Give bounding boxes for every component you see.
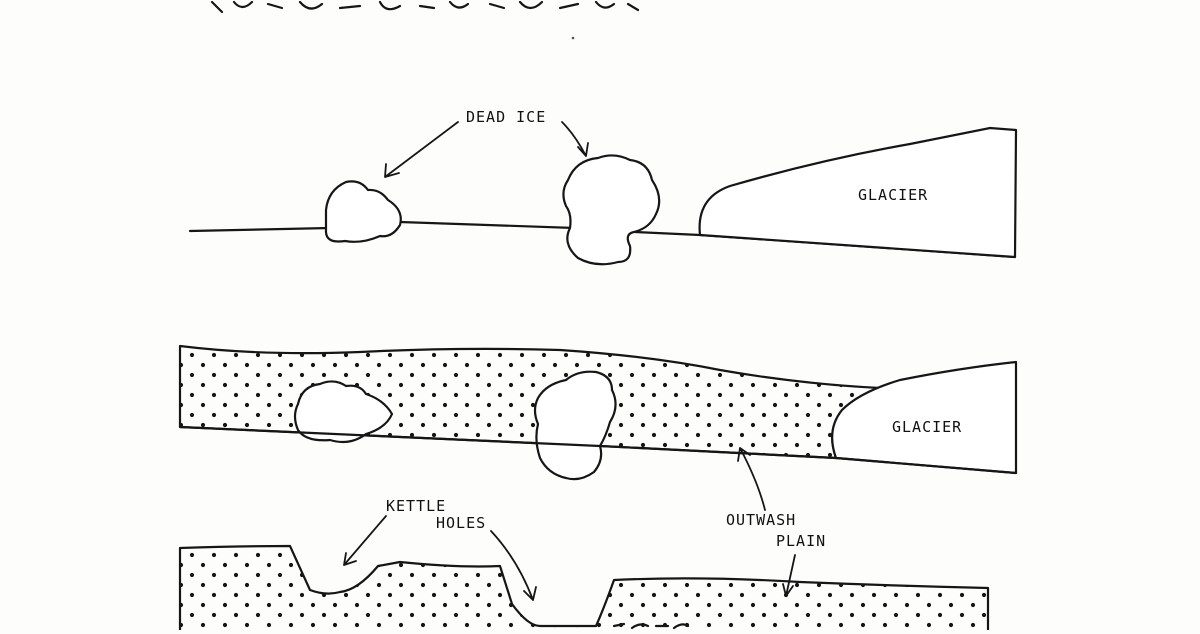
holes-label: HOLES	[436, 514, 486, 532]
outwash-label: OUTWASH	[726, 511, 796, 529]
panel-2-outwash: GLACIER	[178, 344, 1018, 481]
dead-ice-arrow-right	[561, 121, 589, 157]
glacier-label-middle: GLACIER	[892, 418, 962, 436]
kettle-label: KETTLE	[386, 497, 446, 515]
kettle-arrow-left	[343, 515, 387, 566]
dead-ice-block-large	[562, 154, 661, 266]
dead-ice-label: DEAD ICE	[466, 108, 546, 126]
plain-base-line	[178, 425, 1018, 475]
cut-off-label-scribble	[612, 622, 690, 630]
glacier-middle	[831, 360, 1018, 475]
kettle-plain-deposit	[178, 544, 990, 634]
panel-1-dead-ice: DEAD ICE GLACIER	[188, 108, 1018, 266]
plain-label: PLAIN	[776, 532, 826, 550]
cut-off-title	[210, 0, 640, 14]
glacier-label-top: GLACIER	[858, 186, 928, 204]
paper-speck	[571, 36, 575, 40]
buried-ice-block-large	[533, 370, 617, 481]
dead-ice-arrow-left	[384, 121, 459, 178]
outwash-arrow	[737, 447, 766, 511]
glacier-top	[698, 126, 1018, 259]
dead-ice-block-small	[324, 180, 402, 243]
plain-arrow	[782, 554, 796, 597]
buried-ice-block-small	[293, 380, 394, 444]
panel-3-kettle-holes: KETTLE HOLES OUTWASH PLAIN	[178, 447, 990, 634]
kettle-arrow-right	[490, 530, 537, 601]
